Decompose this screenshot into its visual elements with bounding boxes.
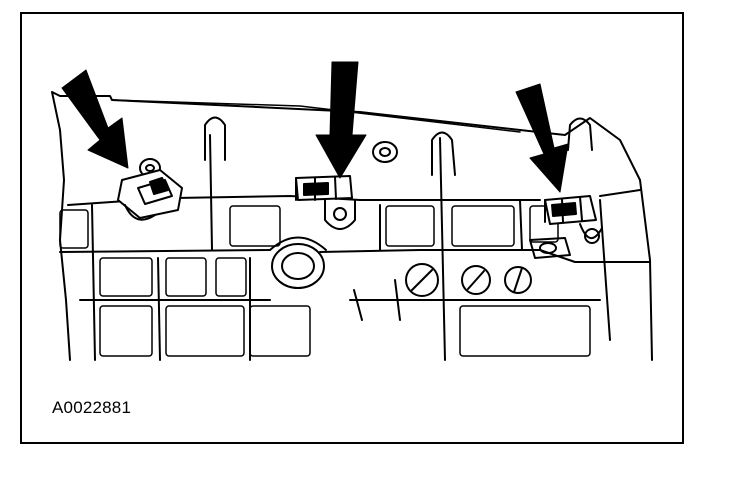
boss-center-top [372,141,398,163]
mount-tab-right [529,237,571,259]
case-top-edge [111,99,521,133]
screw-plug-1 [405,263,439,297]
sensor-center [295,175,356,230]
callout-arrow-center [315,61,367,179]
boss-left [204,116,226,161]
callout-arrow-right [515,83,569,193]
figure-reference-code: A0022881 [52,398,132,417]
boss-right [567,117,593,151]
sensor-right [544,195,603,244]
boss-center [431,131,456,176]
center-plug-inner [281,252,315,280]
center-plug-web [269,236,327,251]
center-plug-outer [271,243,325,289]
harness-line [353,279,401,321]
sensor-left [117,158,183,221]
rib-cells [59,205,591,357]
callout-arrow-left [61,69,129,169]
boss-center-top-hole [379,147,391,157]
screw-plug-2 [461,265,491,295]
screw-plug-3 [504,266,532,294]
mount-tab-hole [539,242,557,254]
